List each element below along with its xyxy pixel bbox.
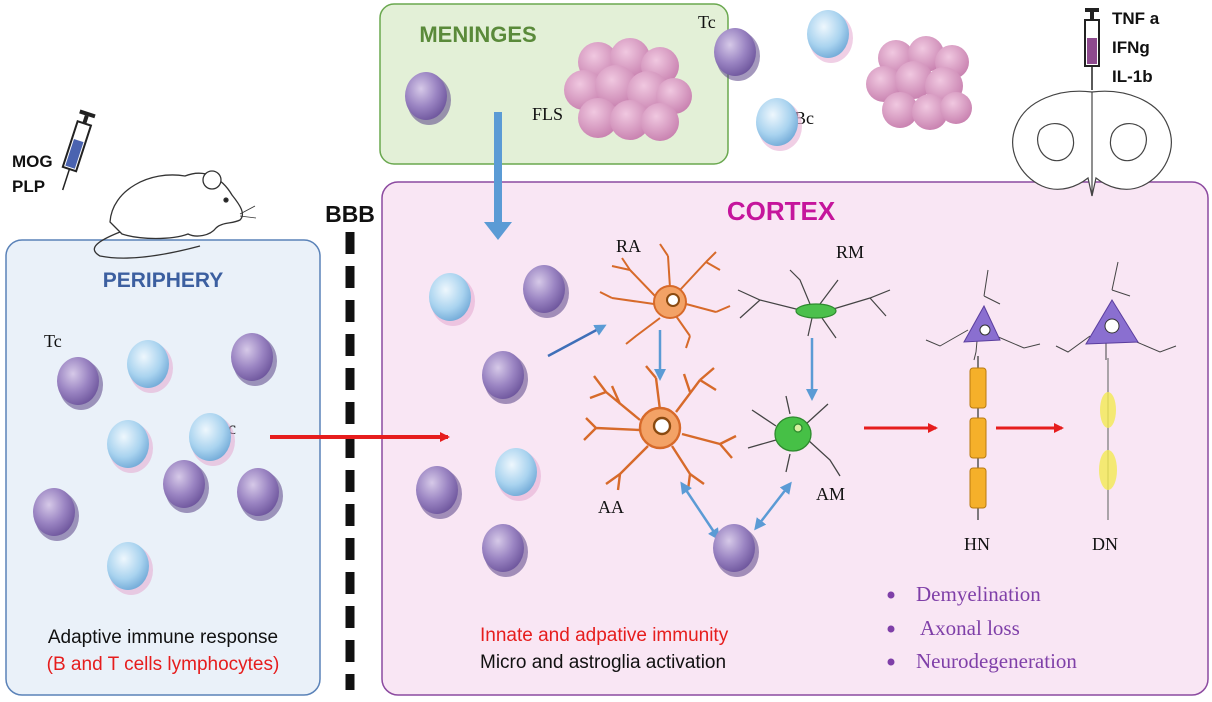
resting-astrocyte	[599, 243, 731, 349]
meninges-title: MENINGES	[419, 22, 536, 47]
drug-plp: PLP	[12, 177, 45, 196]
t-cell	[713, 524, 759, 577]
t-cell	[523, 265, 569, 318]
outcome-list: Demyelination Axonal loss Neurodegenerat…	[887, 582, 1077, 673]
tcell-am-double-arrow	[754, 481, 792, 531]
t-cell	[163, 460, 209, 513]
cortex-caption-line1: Innate and adpative immunity	[480, 625, 729, 646]
drug-il1b: IL-1b	[1112, 67, 1153, 86]
b-cell	[807, 10, 853, 63]
t-cell	[237, 468, 283, 521]
mouse-icon	[93, 170, 257, 259]
tcell-to-ra-arrow	[547, 324, 607, 358]
periphery-caption-line2: (B and T cells lymphocytes)	[47, 654, 280, 675]
am-label: AM	[816, 484, 845, 504]
fls-cluster	[564, 38, 692, 141]
fls-label: FLS	[532, 104, 563, 124]
b-cell	[127, 340, 173, 393]
t-cell	[231, 333, 277, 386]
ra-label: RA	[616, 236, 641, 256]
periphery-title: PERIPHERY	[103, 269, 224, 292]
fls-cluster	[866, 36, 972, 130]
outcome-item: Axonal loss	[920, 616, 1020, 640]
t-cell	[714, 28, 760, 81]
t-cell	[33, 488, 79, 541]
syringe-icon	[61, 109, 96, 191]
b-cell	[107, 542, 153, 595]
dn-label: DN	[1092, 534, 1118, 554]
degenerating-neuron	[1055, 261, 1177, 520]
drug-mog: MOG	[12, 152, 53, 171]
resting-microglia	[737, 269, 891, 339]
activated-microglia	[747, 395, 841, 477]
syringe-icon	[1084, 8, 1100, 90]
meninges-to-cortex-arrowhead	[484, 222, 512, 240]
bbb-label: BBB	[325, 201, 375, 227]
t-cell	[482, 351, 528, 404]
b-cell	[429, 273, 475, 326]
t-cell	[416, 466, 462, 519]
tcell-aa-double-arrow	[680, 481, 720, 541]
cells-layer	[33, 10, 853, 595]
drug-ifng: IFNg	[1112, 38, 1150, 57]
outcome-item: Demyelination	[916, 582, 1041, 606]
drug-tnf: TNF a	[1112, 9, 1160, 28]
t-cell	[405, 72, 451, 125]
cortex-title: CORTEX	[727, 196, 836, 226]
cortex-caption-line2: Micro and astroglia activation	[480, 652, 726, 673]
meninges-tc-label: Tc	[698, 12, 716, 32]
rm-label: RM	[836, 242, 864, 262]
t-cell	[482, 524, 528, 577]
healthy-neuron	[925, 269, 1041, 520]
t-cell	[57, 357, 103, 410]
b-cell	[107, 420, 153, 473]
hn-label: HN	[964, 534, 990, 554]
periphery-tc-label: Tc	[44, 331, 62, 351]
b-cell	[756, 98, 802, 151]
periphery-caption-line1: Adaptive immune response	[48, 627, 278, 648]
brain-section-icon	[1012, 90, 1172, 197]
b-cell	[189, 413, 235, 466]
b-cell	[495, 448, 541, 501]
activated-astrocyte	[583, 365, 737, 491]
aa-label: AA	[598, 497, 624, 517]
outcome-item: Neurodegeneration	[916, 649, 1077, 673]
